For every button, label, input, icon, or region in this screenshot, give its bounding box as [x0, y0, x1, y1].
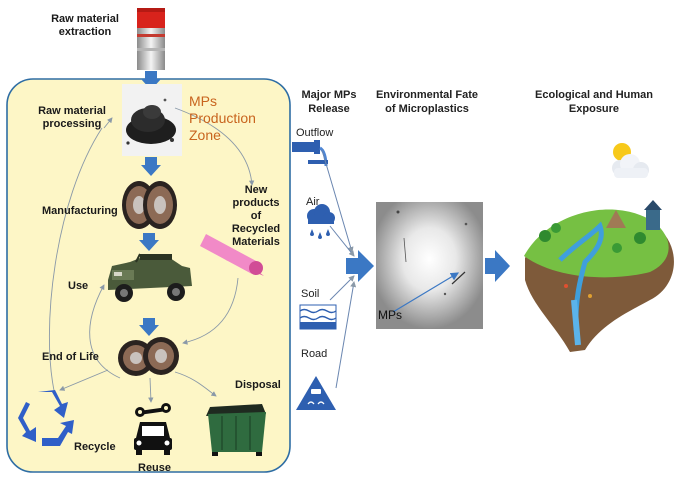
header-release: Major MPs Release	[301, 89, 357, 115]
car-icon	[134, 422, 172, 455]
foam-roll-icon	[200, 234, 264, 276]
flow-arrow	[139, 318, 159, 336]
tires-icon	[118, 337, 179, 376]
step-label-disposal: Disposal	[235, 379, 281, 391]
step-label-reuse: Reuse	[138, 462, 172, 474]
island-icon	[524, 200, 674, 352]
step-label-processing: Raw material processing	[38, 105, 106, 130]
dumpster-icon	[206, 404, 266, 456]
micrograph-label-mps: MPs	[378, 308, 402, 322]
slippery-road-icon	[296, 376, 336, 410]
header-exposure: Ecological and Human Exposure	[535, 89, 653, 115]
powder-icon	[122, 84, 182, 156]
step-label-recycle: Recycle	[74, 441, 116, 453]
microplastic-micrograph	[376, 202, 483, 329]
sun-cloud-icon	[612, 143, 649, 178]
zone-title: MPs Production Zone	[189, 93, 256, 143]
flow-arrow	[139, 233, 159, 251]
step-label-extraction: Raw material extraction	[51, 13, 119, 38]
flow-arrow	[141, 157, 161, 176]
step-label-use: Use	[68, 280, 89, 292]
flow-arrow	[141, 71, 161, 90]
tires-icon	[122, 181, 177, 229]
jeep-icon	[108, 253, 192, 302]
recycle-icon	[18, 390, 74, 446]
source-label-air: Air	[306, 196, 320, 208]
step-label-manufacturing: Manufacturing	[42, 205, 118, 217]
source-label-soil: Soil	[301, 288, 320, 300]
source-label-outflow: Outflow	[296, 127, 334, 139]
rain-cloud-icon	[307, 204, 335, 239]
header-fate: Environmental Fate of Microplastics	[375, 89, 479, 115]
soil-layers-icon	[299, 304, 337, 330]
flow-arrow	[485, 250, 510, 282]
wrench-icon	[135, 403, 171, 417]
barrel-icon	[137, 8, 165, 70]
source-label-road: Road	[301, 348, 328, 360]
step-label-end-of-life: End of Life	[42, 351, 99, 363]
flow-arrow	[346, 250, 374, 282]
step-label-new-products: New products of Recycled Materials	[231, 184, 281, 248]
